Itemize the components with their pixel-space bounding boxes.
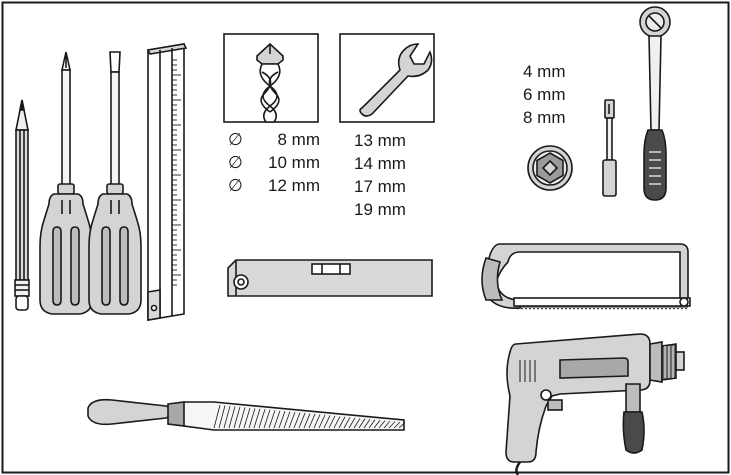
extension-bar-icon bbox=[602, 99, 617, 197]
spirit-level-icon bbox=[227, 259, 433, 297]
folding-ruler-icon bbox=[146, 43, 188, 321]
hacksaw-icon bbox=[481, 243, 691, 310]
ratchet-icon bbox=[639, 6, 671, 201]
drill-bit-size-10mm: 10 mm bbox=[268, 153, 320, 172]
wrench-size-19mm: 19 mm bbox=[354, 200, 406, 219]
socket-size-8mm: 8 mm bbox=[523, 108, 566, 127]
flat-screwdriver-icon bbox=[88, 51, 142, 315]
file-icon bbox=[87, 398, 406, 431]
phillips-screwdriver-icon bbox=[39, 51, 93, 315]
pencil-icon bbox=[14, 99, 30, 311]
wrench-size-13mm: 13 mm bbox=[354, 131, 406, 150]
drill-bit-icon bbox=[223, 33, 319, 123]
drill-bit-diameter-symbol-1: ∅ bbox=[228, 130, 243, 149]
drill-bit-size-8mm: 8 mm bbox=[277, 130, 321, 149]
power-drill-icon bbox=[505, 333, 685, 475]
wrench-size-17mm: 17 mm bbox=[354, 177, 406, 196]
drill-bit-diameter-symbol-2: ∅ bbox=[228, 153, 243, 172]
socket-size-6mm: 6 mm bbox=[523, 85, 566, 104]
drill-bit-size-12mm: 12 mm bbox=[268, 176, 320, 195]
socket-icon bbox=[527, 145, 573, 191]
open-end-wrench-icon bbox=[339, 33, 435, 123]
wrench-size-14mm: 14 mm bbox=[354, 154, 406, 173]
drill-bit-diameter-symbol-3: ∅ bbox=[228, 176, 243, 195]
socket-size-4mm: 4 mm bbox=[523, 62, 566, 81]
